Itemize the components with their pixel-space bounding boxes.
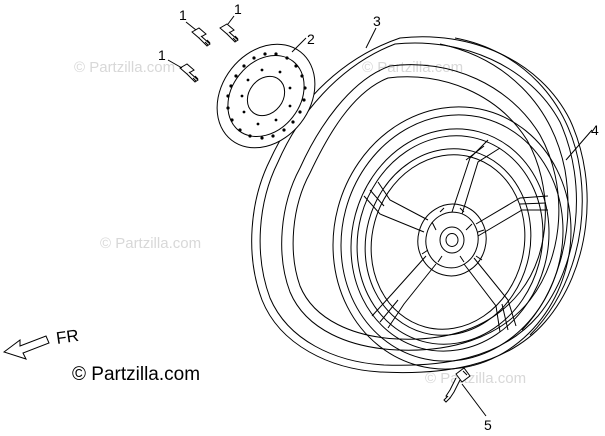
watermark: © Partzilla.com (74, 59, 175, 76)
callout-5: 5 (484, 417, 492, 433)
callout-1-upper-left: 1 (179, 7, 187, 23)
watermark: © Partzilla.com (362, 59, 463, 76)
rim-spokes (363, 139, 549, 333)
watermark: © Partzilla.com (100, 235, 201, 252)
callout-1-left: 1 (158, 47, 166, 63)
brake-disc (216, 43, 316, 149)
callout-4: 4 (591, 122, 599, 138)
callout-3: 3 (373, 13, 381, 29)
hub (417, 203, 487, 277)
front-direction-label: FR (55, 326, 80, 348)
rim (332, 106, 572, 370)
front-direction-arrow-icon (2, 335, 50, 360)
leader-lines (167, 15, 593, 417)
bolt-left (179, 63, 199, 83)
bolt-upper-left (191, 27, 211, 47)
callout-1-upper-right: 1 (234, 1, 242, 17)
brand-text: © Partzilla.com (72, 364, 200, 385)
watermark: © Partzilla.com (425, 370, 526, 387)
callout-2: 2 (307, 31, 315, 47)
valve-stem (443, 367, 471, 403)
bolt-upper-right (219, 23, 239, 43)
disc-holes (226, 52, 307, 140)
